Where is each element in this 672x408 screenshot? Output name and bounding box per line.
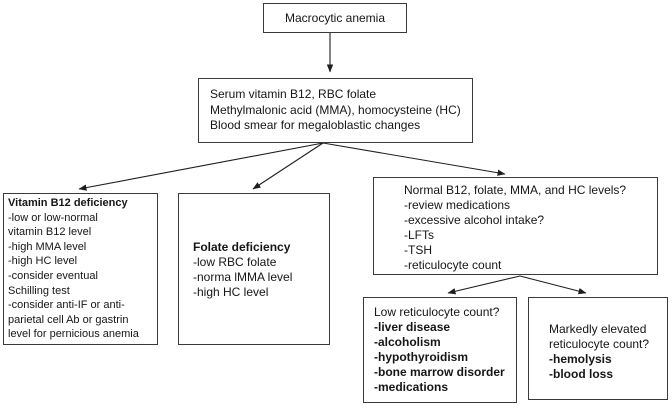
node-title: Markedly elevated — [549, 322, 647, 336]
node-line: -LFTs — [404, 228, 434, 242]
node-line: -reticulocyte count — [404, 258, 502, 272]
node-b12-deficiency: Vitamin B12 deficiency -low or low-norma… — [3, 193, 158, 345]
node-line: -medications — [374, 380, 449, 394]
node-line: -high HC level — [8, 255, 78, 268]
node-line: Schilling test — [8, 284, 70, 297]
node-title: Vitamin B12 deficiency — [8, 197, 128, 209]
node-line: -consider eventual — [8, 269, 98, 282]
node-line: parietal cell Ab or gastrin — [8, 313, 129, 326]
node-initial-workup: Serum vitamin B12, RBC folate Methylmalo… — [198, 78, 473, 143]
node-line: vitamin B12 level — [8, 226, 92, 239]
node-title: Normal B12, folate, MMA, and HC levels? — [404, 183, 627, 197]
node-line: level for pernicious anemia — [8, 328, 139, 341]
node-line: -high HC level — [193, 285, 269, 299]
node-line: -high MMA level — [8, 240, 87, 253]
node-macrocytic-anemia: Macrocytic anemia — [263, 3, 407, 33]
node-line: -liver disease — [374, 320, 451, 334]
node-line: -TSH — [404, 243, 432, 257]
node-line: -alcoholism — [374, 335, 441, 349]
node-line: Serum vitamin B12, RBC folate — [210, 87, 377, 101]
node-line: Blood smear for megaloblastic changes — [210, 118, 421, 132]
node-line: -hypothyroidism — [374, 350, 469, 364]
node-line: -low or low-normal — [8, 211, 98, 224]
node-title: Folate deficiency — [193, 240, 291, 254]
node-line: Methylmalonic acid (MMA), homocysteine (… — [210, 102, 461, 117]
node-line: -excessive alcohol intake? — [404, 213, 545, 227]
connector-normal-highretic — [519, 275, 587, 295]
node-line: -norma lMMA level — [193, 270, 293, 284]
node-line: -review medications — [404, 198, 511, 212]
node-line: -consider anti-IF or anti- — [8, 299, 125, 312]
node-folate-deficiency: Folate deficiency -low RBC folate -norma… — [178, 193, 330, 345]
node-low-reticulocyte: Low reticulocyte count? -liver disease -… — [363, 297, 517, 403]
node-normal-levels: Normal B12, folate, MMA, and HC levels? … — [373, 177, 658, 275]
connector-workup-normal — [322, 142, 506, 176]
node-line: -hemolysis — [549, 352, 612, 366]
node-title: reticulocyte count? — [549, 337, 650, 351]
node-line: -bone marrow disorder — [374, 365, 505, 379]
node-line: -blood loss — [549, 367, 613, 381]
connector-workup-b12 — [78, 142, 324, 191]
node-title: Low reticulocyte count? — [374, 305, 500, 319]
node-high-reticulocyte: Markedly elevated reticulocyte count? -h… — [528, 297, 668, 400]
node-title: Macrocytic anemia — [284, 10, 386, 25]
connector-normal-lowretic — [447, 275, 521, 295]
node-line: -low RBC folate — [193, 255, 277, 269]
connector-workup-folate — [252, 142, 324, 190]
